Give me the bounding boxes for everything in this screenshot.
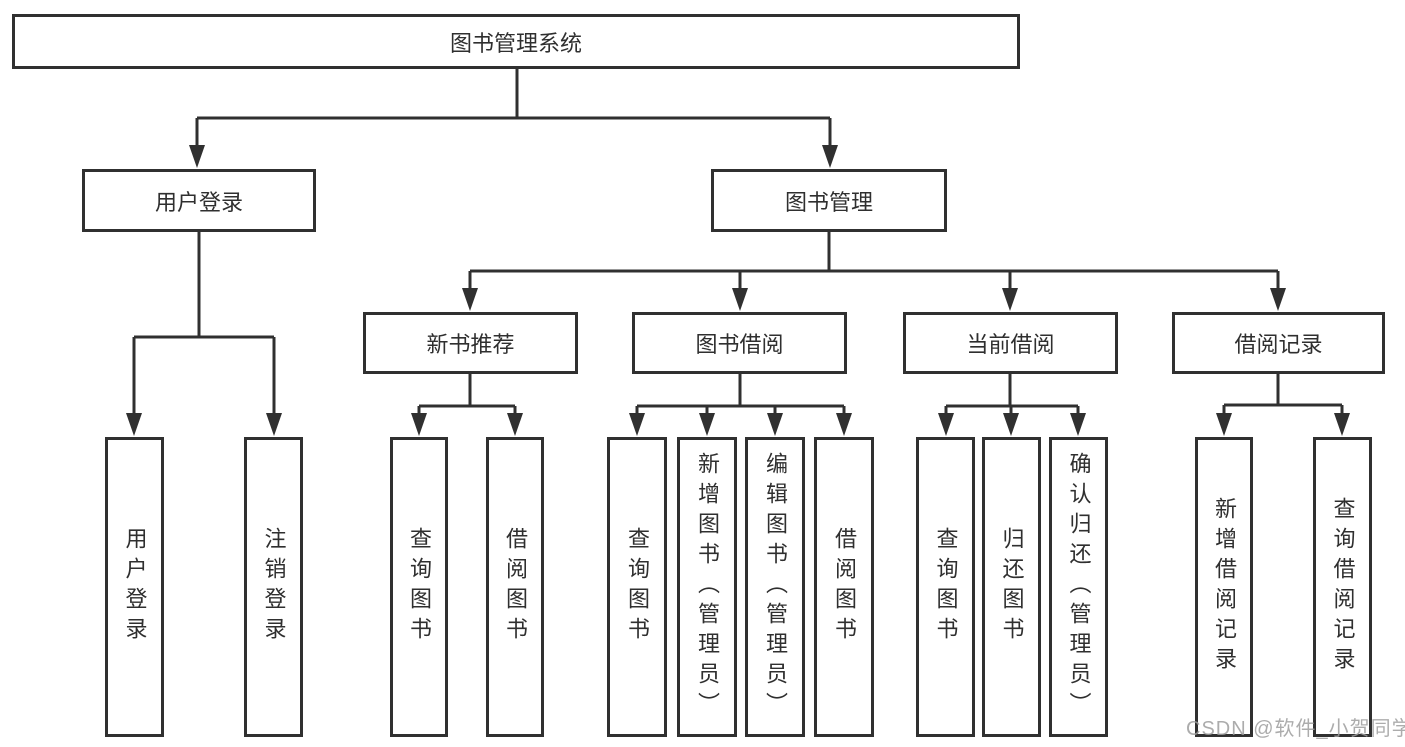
leaf-add-book-admin: 新增图书（管理员） — [677, 437, 737, 737]
node-borrow-records: 借阅记录 — [1172, 312, 1385, 374]
node-book-borrow: 图书借阅 — [632, 312, 847, 374]
node-user-login: 用户登录 — [82, 169, 316, 232]
leaf-logout-label: 注销登录 — [261, 527, 287, 647]
leaf-edit-book-admin-label: 编辑图书（管理员） — [763, 452, 788, 722]
node-current-borrow-label: 当前借阅 — [966, 332, 1055, 357]
connector-current-borrow-to-leaves — [938, 374, 1086, 436]
connector-root-to-level2 — [189, 69, 838, 168]
leaf-query-books-current-label: 查询图书 — [933, 527, 959, 647]
connector-book-management-to-level3 — [462, 232, 1286, 311]
connector-book-borrow-to-leaves — [629, 374, 852, 436]
leaf-add-borrow-record: 新增借阅记录 — [1195, 437, 1253, 737]
leaf-query-borrow-record: 查询借阅记录 — [1313, 437, 1372, 737]
node-current-borrow: 当前借阅 — [903, 312, 1118, 374]
node-new-book-recommend-label: 新书推荐 — [426, 332, 515, 357]
node-borrow-records-label: 借阅记录 — [1234, 332, 1323, 357]
leaf-borrow-books: 借阅图书 — [814, 437, 874, 737]
leaf-add-book-admin-label: 新增图书（管理员） — [695, 452, 720, 722]
leaf-user-login: 用户登录 — [105, 437, 164, 737]
csdn-watermark: CSDN @软件_小贺同学 — [1186, 718, 1405, 740]
connector-borrow-records-to-leaves — [1216, 374, 1350, 436]
leaf-query-books-borrow-label: 查询图书 — [625, 527, 650, 647]
leaf-query-books-current: 查询图书 — [916, 437, 975, 737]
node-book-borrow-label: 图书借阅 — [695, 332, 784, 357]
leaf-query-books-borrow: 查询图书 — [607, 437, 667, 737]
node-root-label: 图书管理系统 — [449, 30, 582, 56]
connector-user-login-to-leaves — [126, 232, 282, 436]
node-root: 图书管理系统 — [12, 14, 1020, 69]
leaf-logout: 注销登录 — [244, 437, 303, 737]
leaf-query-borrow-record-label: 查询借阅记录 — [1330, 497, 1356, 677]
leaf-confirm-return-admin: 确认归还（管理员） — [1049, 437, 1108, 737]
leaf-return-books-label: 归还图书 — [999, 527, 1025, 647]
node-book-management-label: 图书管理 — [784, 189, 873, 215]
connector-new-book-recommend-to-leaves — [411, 374, 523, 436]
node-user-login-label: 用户登录 — [154, 189, 243, 215]
leaf-user-login-label: 用户登录 — [122, 527, 148, 647]
leaf-borrow-books-label: 借阅图书 — [832, 527, 857, 647]
leaf-borrow-books-recommend: 借阅图书 — [486, 437, 544, 737]
leaf-query-books-recommend-label: 查询图书 — [407, 527, 432, 647]
leaf-add-borrow-record-label: 新增借阅记录 — [1212, 497, 1237, 677]
node-new-book-recommend: 新书推荐 — [363, 312, 578, 374]
leaf-confirm-return-admin-label: 确认归还（管理员） — [1066, 452, 1092, 722]
leaf-query-books-recommend: 查询图书 — [390, 437, 448, 737]
node-book-management: 图书管理 — [711, 169, 947, 232]
leaf-return-books: 归还图书 — [982, 437, 1041, 737]
leaf-borrow-books-recommend-label: 借阅图书 — [503, 527, 528, 647]
leaf-edit-book-admin: 编辑图书（管理员） — [745, 437, 805, 737]
